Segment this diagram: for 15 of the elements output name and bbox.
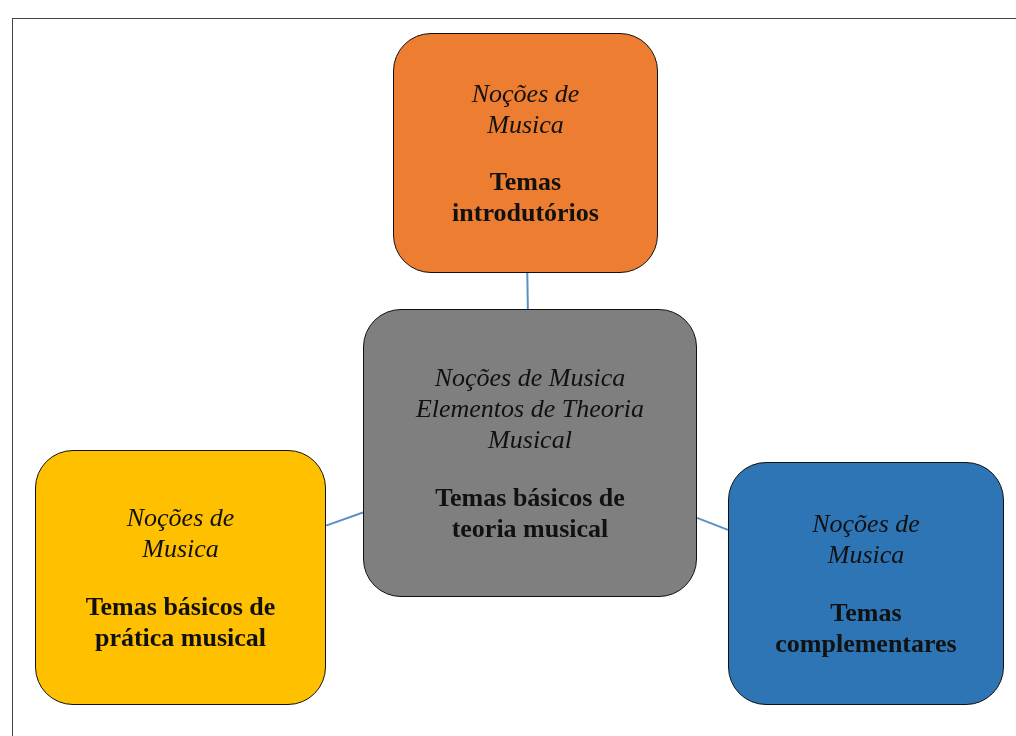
topic-box xyxy=(393,33,658,273)
connector-line xyxy=(325,511,364,527)
subtitle-text: Noções de Musica xyxy=(811,508,921,571)
topic-title: Temas básicos de prática musical xyxy=(84,590,277,653)
topic-box xyxy=(35,450,326,705)
subtitle-text: Noções de Musica xyxy=(470,77,581,140)
topic-title: Temas complementares xyxy=(774,596,958,659)
topic-title: Temas introdutórios xyxy=(451,166,600,229)
subtitle-text: Noções de Musica Elementos de Theoria Musical xyxy=(414,362,646,456)
topic-box xyxy=(363,309,697,597)
topic-box xyxy=(728,462,1004,705)
topic-title: Temas básicos de teoria musical xyxy=(434,481,626,544)
subtitle-text: Noções de Musica xyxy=(125,502,236,565)
connector-line xyxy=(526,272,529,310)
connector-line xyxy=(696,516,729,531)
